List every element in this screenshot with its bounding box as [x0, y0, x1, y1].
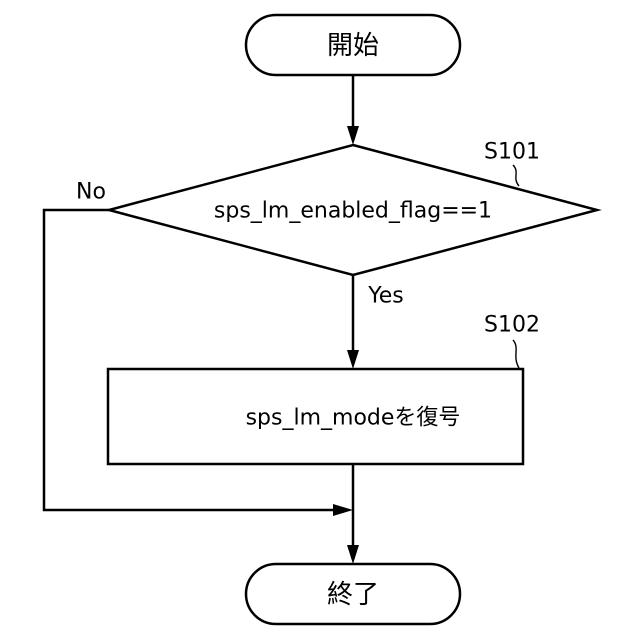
start-node: 開始: [246, 15, 460, 75]
step-id-s101-label: S101: [484, 140, 540, 165]
process-node-label: sps_lm_modeを復号: [246, 406, 461, 431]
no-label: No: [76, 180, 106, 205]
start-node-label: 開始: [327, 31, 379, 61]
end-node-label: 終了: [327, 580, 379, 610]
step-id-s101: S101: [484, 140, 540, 187]
arrowhead-icon: [347, 126, 359, 145]
process-node: sps_lm_modeを復号: [108, 369, 523, 464]
edge-decision-yes: Yes: [347, 275, 404, 369]
leader-line-s101: [513, 165, 519, 186]
arrowhead-icon: [333, 504, 353, 516]
step-id-s102-label: S102: [484, 313, 540, 338]
edge-start-to-decision: [347, 75, 359, 145]
end-node: 終了: [246, 564, 460, 624]
arrowhead-icon: [347, 545, 359, 564]
arrowhead-icon: [347, 350, 359, 369]
leader-line-s102: [513, 340, 519, 368]
decision-node: sps_lm_enabled_flag==1: [109, 145, 597, 275]
yes-label: Yes: [367, 284, 404, 309]
edge-process-to-end: [347, 464, 359, 564]
step-id-s102: S102: [484, 313, 540, 369]
decision-node-label: sps_lm_enabled_flag==1: [214, 199, 492, 224]
